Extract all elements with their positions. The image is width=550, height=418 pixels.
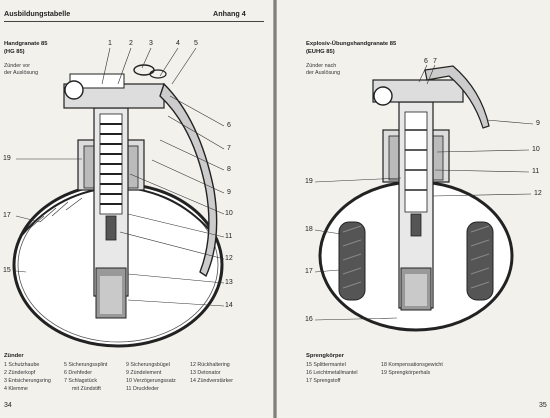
callout-12: 12 — [225, 255, 233, 262]
callout-8: 8 — [227, 166, 231, 173]
callout-5: 5 — [194, 40, 198, 47]
callout-10: 10 — [532, 146, 540, 153]
callout-2: 2 — [129, 40, 133, 47]
callout-11: 11 — [225, 233, 233, 240]
legend-item: 3 Entsicherungsring — [4, 378, 51, 384]
right-page: Explosiv-Übungshandgranate 85 (EUHG 85) … — [277, 0, 550, 418]
euhg85-section-drawing — [314, 64, 534, 332]
callout-17: 17 — [3, 212, 11, 219]
callout-12: 12 — [534, 190, 542, 197]
fuze-state-line1: Zünder nach — [306, 63, 337, 69]
callout-4: 4 — [176, 40, 180, 47]
legend-item: 16 Leichtmetallmantel — [306, 370, 358, 376]
legend-item: 14 Zündverstärker — [190, 378, 233, 384]
callout-17: 17 — [305, 268, 313, 275]
legend-item: 18 Kompensationsgewicht — [381, 362, 443, 368]
fuze-state-line2: der Auslösung — [306, 70, 341, 76]
legend-item: 12 Rückhaltering — [190, 362, 230, 368]
callout-19: 19 — [3, 155, 11, 162]
legend-item: 19 Sprengkörperhals — [381, 370, 431, 376]
grenade-title: Handgranate 85 — [4, 41, 48, 47]
table-title: Ausbildungstabelle — [4, 9, 71, 18]
callout-15: 15 — [3, 267, 11, 274]
legend-item: 5 Sicherungssplint — [64, 362, 108, 368]
legend-item: 15 Splittermantel — [306, 362, 346, 368]
grenade-code: (HG 85) — [4, 49, 25, 55]
callout-1: 1 — [108, 40, 112, 47]
fuze-state-line2: der Auslösung — [4, 70, 39, 76]
legend-item: mit Zündstift — [72, 386, 101, 392]
book-gutter — [273, 0, 277, 418]
legend-item: 13 Detonator — [190, 370, 221, 376]
header-rule — [4, 21, 264, 22]
hg85-section-drawing — [12, 47, 225, 348]
callout-6: 6 — [227, 122, 231, 129]
callout-9: 9 — [227, 189, 231, 196]
grenade-title: Explosiv-Übungshandgranate 85 — [306, 41, 397, 47]
legend-heading: Sprengkörper — [306, 353, 345, 359]
legend-item: 6 Drehfeder — [64, 370, 92, 376]
callout-7: 7 — [433, 58, 437, 65]
grenade-code: (EUHG 85) — [306, 49, 335, 55]
legend-item: 4 Klemme — [4, 386, 28, 392]
callout-6: 6 — [424, 58, 428, 65]
legend-item: 9 Sicherungsbügel — [126, 362, 170, 368]
legend-item: 7 Schlagstück — [64, 378, 97, 384]
callout-10: 10 — [225, 210, 233, 217]
legend-item: 11 Druckfeder — [126, 386, 159, 392]
left-page: Ausbildungstabelle Anhang 4 Handgranate … — [0, 0, 273, 418]
fuze-state-line1: Zünder vor — [4, 63, 31, 69]
callout-16: 16 — [305, 316, 313, 323]
callout-18: 18 — [305, 226, 313, 233]
callout-13: 13 — [225, 279, 233, 286]
callout-9: 9 — [536, 120, 540, 127]
legend-item: 2 Zünderkopf — [4, 370, 36, 376]
appendix-label: Anhang 4 — [213, 9, 246, 18]
page-number: 34 — [4, 402, 12, 409]
callout-14: 14 — [225, 302, 233, 309]
legend-item: 9 Zündelement — [126, 370, 162, 376]
callout-3: 3 — [149, 40, 153, 47]
callout-19: 19 — [305, 178, 313, 185]
legend-item: 10 Verzögerungssatz — [126, 378, 176, 384]
page-number: 35 — [539, 402, 547, 409]
legend-item: 1 Schutzhaube — [4, 362, 40, 368]
callout-11: 11 — [532, 168, 540, 175]
callout-7: 7 — [227, 145, 231, 152]
legend-heading: Zünder — [4, 353, 24, 359]
legend-item: 17 Sprengstoff — [306, 378, 341, 384]
